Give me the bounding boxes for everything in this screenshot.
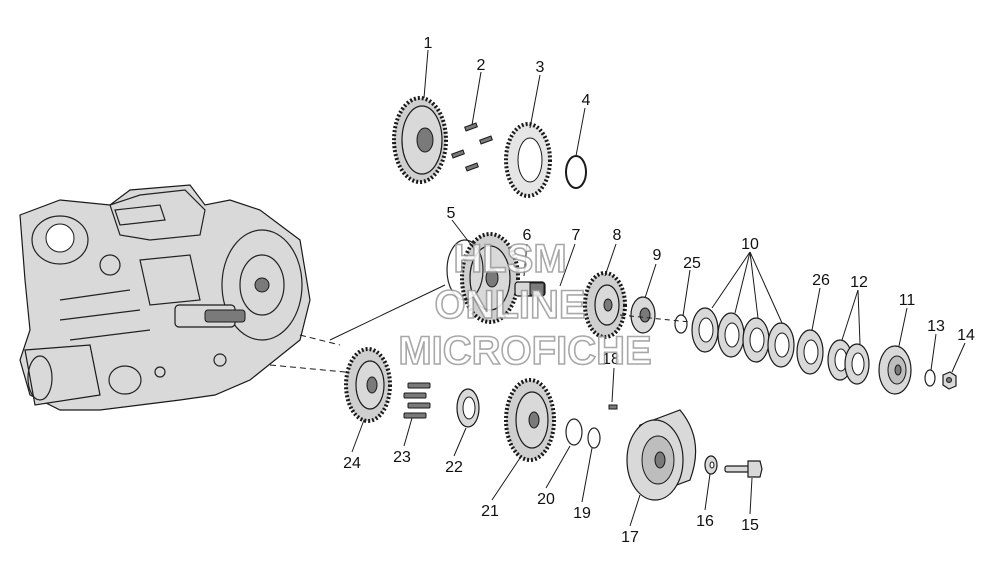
part-22-bushing: [456, 388, 480, 428]
part-9-bearing: [619, 296, 691, 334]
callout-10: 10: [741, 236, 759, 253]
part-2-pins: [451, 122, 493, 172]
part-17-flywheel: [626, 409, 697, 501]
part-3-ring-gear: [504, 122, 552, 198]
callout-7: 7: [572, 227, 581, 244]
callout-2: 2: [477, 57, 486, 74]
callout-4: 4: [582, 92, 591, 109]
watermark: HLSM ONLINE MICROFICHE: [398, 236, 653, 374]
callout-19: 19: [573, 505, 591, 522]
callout-6: 6: [523, 227, 532, 244]
part-14-nut: [942, 371, 957, 390]
callout-24: 24: [343, 455, 361, 472]
part-10-plates: [691, 307, 795, 368]
part-12-plates: [827, 339, 870, 385]
callout-13: 13: [927, 318, 945, 335]
part-6-shaft: [514, 281, 546, 297]
callout-18: 18: [602, 351, 620, 368]
part-26-plate: [796, 329, 824, 375]
callout-22: 22: [445, 459, 463, 476]
callout-15: 15: [741, 517, 759, 534]
part-19-ring: [587, 427, 601, 449]
callout-16: 16: [696, 513, 714, 530]
leader-lines: [351, 49, 966, 527]
assembly-line-lower: [269, 364, 346, 373]
part-21-gear: [504, 378, 556, 462]
callout-17: 17: [621, 529, 639, 546]
callout-3: 3: [536, 59, 545, 76]
part-15-bolt: [724, 460, 763, 478]
part-23-bolts: [403, 382, 431, 419]
callout-25: 25: [683, 255, 701, 272]
part-25-washer: [674, 314, 688, 334]
engine-crankcase: [19, 184, 311, 411]
callout-11: 11: [899, 292, 916, 309]
watermark-line-3: MICROFICHE: [398, 329, 651, 373]
part-16-washer: [704, 455, 718, 475]
part-4-snap-ring: [565, 155, 587, 189]
part-11-bearing: [878, 345, 912, 395]
callout-20: 20: [537, 491, 555, 508]
part-13-washer: [924, 369, 936, 387]
assembly-line-upper: [329, 284, 446, 341]
watermark-line-1: HLSM: [453, 237, 566, 281]
watermark-line-2: ONLINE: [434, 283, 585, 327]
callout-14: 14: [957, 327, 975, 344]
callout-5: 5: [447, 205, 456, 222]
callout-26: 26: [812, 272, 830, 289]
callout-12: 12: [850, 274, 868, 291]
part-18-key: [608, 404, 618, 410]
callout-labels: 1 2 3 4 5 6 7 8 9 10 11 12 13 14 15 16 1…: [343, 35, 975, 546]
callout-9: 9: [653, 247, 662, 264]
part-24-gear: [344, 347, 392, 423]
part-20-washer: [565, 418, 583, 446]
callout-21: 21: [481, 503, 499, 520]
callout-8: 8: [613, 227, 622, 244]
callout-1: 1: [424, 35, 433, 52]
part-5-gear: [446, 232, 520, 324]
part-1-gear: [392, 96, 448, 184]
callout-23: 23: [393, 449, 411, 466]
part-8-gear: [583, 271, 627, 339]
